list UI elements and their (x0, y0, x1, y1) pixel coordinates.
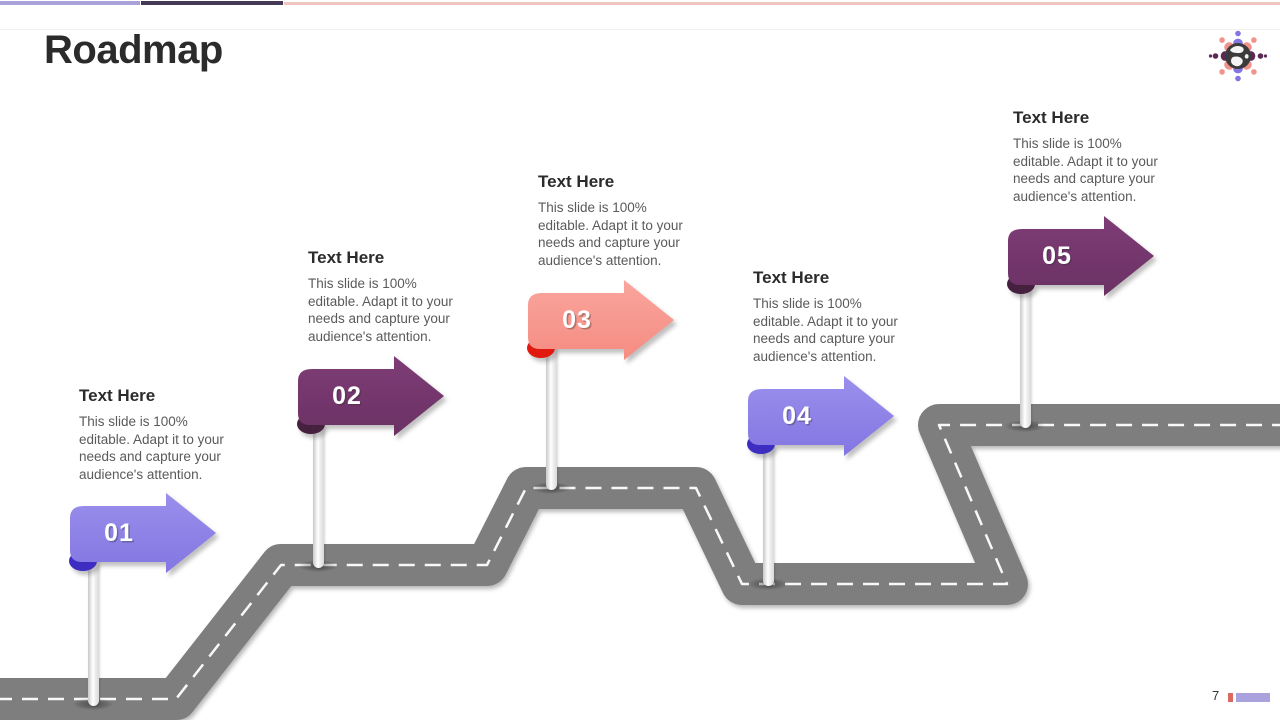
arrow-sign[interactable]: 05 05 (1002, 212, 1162, 307)
person-icon (1219, 61, 1233, 75)
milestone-number: 01 (104, 519, 134, 547)
milestone-number-shadow: 05 (1044, 244, 1074, 272)
arrow-shape (528, 280, 674, 360)
sign-pole (312, 408, 324, 568)
milestone-heading[interactable]: Text Here (538, 172, 615, 191)
top-accent-bar-left (0, 1, 140, 5)
milestone-text-block[interactable]: Text Here This slide is 100% editable. A… (308, 248, 486, 345)
milestone-text-block[interactable]: Text Here This slide is 100% editable. A… (753, 268, 931, 365)
arrow-shape (70, 493, 216, 573)
person-icon (1233, 68, 1243, 82)
sign-pole (87, 545, 99, 706)
sign-pole (762, 428, 774, 586)
person-icon (1233, 30, 1243, 44)
arrow-sign-shape: 04 04 (747, 376, 894, 456)
milestone-number: 05 (1042, 242, 1072, 270)
arrow-sign[interactable]: 03 03 (522, 276, 682, 371)
milestone-heading[interactable]: Text Here (79, 386, 156, 405)
sign-pole (545, 332, 557, 490)
footer-accent-bar-small (1228, 693, 1233, 702)
milestone-number: 02 (332, 382, 362, 410)
milestone-number-shadow: 02 (334, 384, 364, 412)
road-centerline-dashes (0, 423, 1280, 701)
arrow-shape (748, 376, 894, 456)
milestone-body-text[interactable]: This slide is 100% editable. Adapt it to… (308, 276, 453, 344)
milestone-number: 04 (782, 402, 812, 430)
arrow-shape (1008, 216, 1154, 296)
globe-icon (1208, 30, 1268, 82)
arrow-sign-shape: 01 01 (69, 493, 216, 573)
milestone-heading[interactable]: Text Here (308, 248, 385, 267)
person-icon (1212, 51, 1226, 61)
arrow-sign-shape: 02 02 (297, 356, 444, 436)
page-number: 7 (1212, 688, 1220, 703)
milestone-body-text[interactable]: This slide is 100% editable. Adapt it to… (538, 200, 683, 268)
milestone-text-block[interactable]: Text Here This slide is 100% editable. A… (1013, 108, 1191, 205)
person-icon (1243, 37, 1257, 51)
arrow-sign[interactable]: 02 02 (292, 352, 452, 447)
top-accent-bar-middle (141, 1, 283, 5)
milestone-number-shadow: 03 (564, 308, 594, 336)
top-accent-bar-right (284, 2, 1280, 5)
arrow-sign-shape: 03 03 (527, 280, 674, 360)
person-icon (1243, 61, 1257, 75)
milestone-body-text[interactable]: This slide is 100% editable. Adapt it to… (1013, 136, 1158, 204)
milestone-number-shadow: 04 (784, 404, 814, 432)
milestone-heading[interactable]: Text Here (1013, 108, 1090, 127)
milestone-heading[interactable]: Text Here (753, 268, 830, 287)
page-title[interactable]: Roadmap (44, 28, 223, 72)
arrow-sign[interactable]: 04 04 (742, 372, 902, 467)
sign-pole (1019, 268, 1031, 428)
milestone-text-block[interactable]: Text Here This slide is 100% editable. A… (538, 172, 716, 269)
arrow-sign[interactable]: 01 01 (64, 489, 224, 584)
footer-accent-bar-large (1236, 693, 1270, 702)
milestone-number: 03 (562, 306, 592, 334)
milestone-body-text[interactable]: This slide is 100% editable. Adapt it to… (753, 296, 898, 364)
milestone-number-shadow: 01 (106, 521, 136, 549)
milestone-text-block[interactable]: Text Here This slide is 100% editable. A… (79, 386, 257, 483)
person-icon (1250, 51, 1264, 61)
globe-people-logo-icon (1208, 26, 1268, 91)
milestone-body-text[interactable]: This slide is 100% editable. Adapt it to… (79, 414, 224, 482)
header-divider (0, 29, 1280, 30)
arrow-shape (298, 356, 444, 436)
arrow-sign-shape: 05 05 (1007, 216, 1154, 296)
person-icon (1219, 37, 1233, 51)
